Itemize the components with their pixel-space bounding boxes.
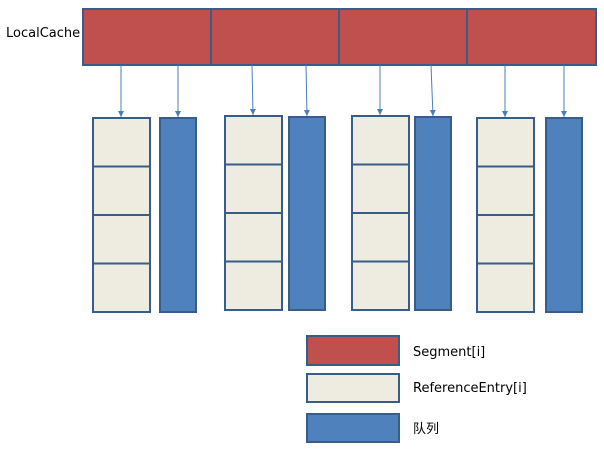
localcache-label: LocalCache: [6, 26, 80, 41]
segment-cell-1: [210, 8, 340, 66]
reference-entry-cell: [351, 163, 410, 214]
legend-queue-label: 队列: [413, 422, 439, 437]
legend-entry-label: ReferenceEntry[i]: [413, 381, 527, 396]
reference-entry-cell: [351, 115, 410, 166]
legend: Segment[i] ReferenceEntry[i] 队列: [306, 335, 527, 443]
segment-groups: [92, 115, 583, 313]
reference-entry-cell: [476, 165, 535, 216]
reference-entry-cell: [476, 262, 535, 313]
reference-entry-cell: [224, 212, 283, 263]
reference-entry-cell: [92, 262, 151, 313]
reference-entry-cell: [92, 165, 151, 216]
reference-entry-cell: [476, 214, 535, 265]
segment-cell-0: [82, 8, 212, 66]
segment-group-1: [224, 115, 326, 311]
segment-row: [82, 8, 597, 66]
queue-bar: [288, 116, 326, 311]
segment-group-2: [351, 115, 452, 311]
reference-entry-cell: [476, 117, 535, 168]
segment-group-0: [92, 117, 197, 313]
reference-entry-cell: [351, 260, 410, 311]
queue-bar: [159, 117, 197, 313]
reference-entry-cell: [224, 115, 283, 166]
pointer-arrow-2: [249, 64, 256, 116]
segment-group-3: [476, 117, 583, 313]
segment-cell-2: [338, 8, 468, 66]
pointer-arrow-3: [303, 64, 310, 117]
arrows: [118, 64, 567, 117]
reference-entry-cell: [92, 117, 151, 168]
legend-entry-swatch: [306, 373, 400, 403]
legend-segment-label: Segment[i]: [413, 345, 485, 360]
legend-queue-swatch: [306, 413, 400, 443]
reference-entry-cell: [351, 212, 410, 263]
queue-bar: [545, 117, 583, 313]
reference-entry-cell: [224, 260, 283, 311]
legend-segment-swatch: [306, 335, 400, 366]
queue-bar: [414, 116, 452, 311]
segment-cell-3: [466, 8, 597, 66]
pointer-arrow-5: [429, 64, 436, 117]
reference-entry-cell: [92, 214, 151, 265]
reference-entry-cell: [224, 163, 283, 214]
